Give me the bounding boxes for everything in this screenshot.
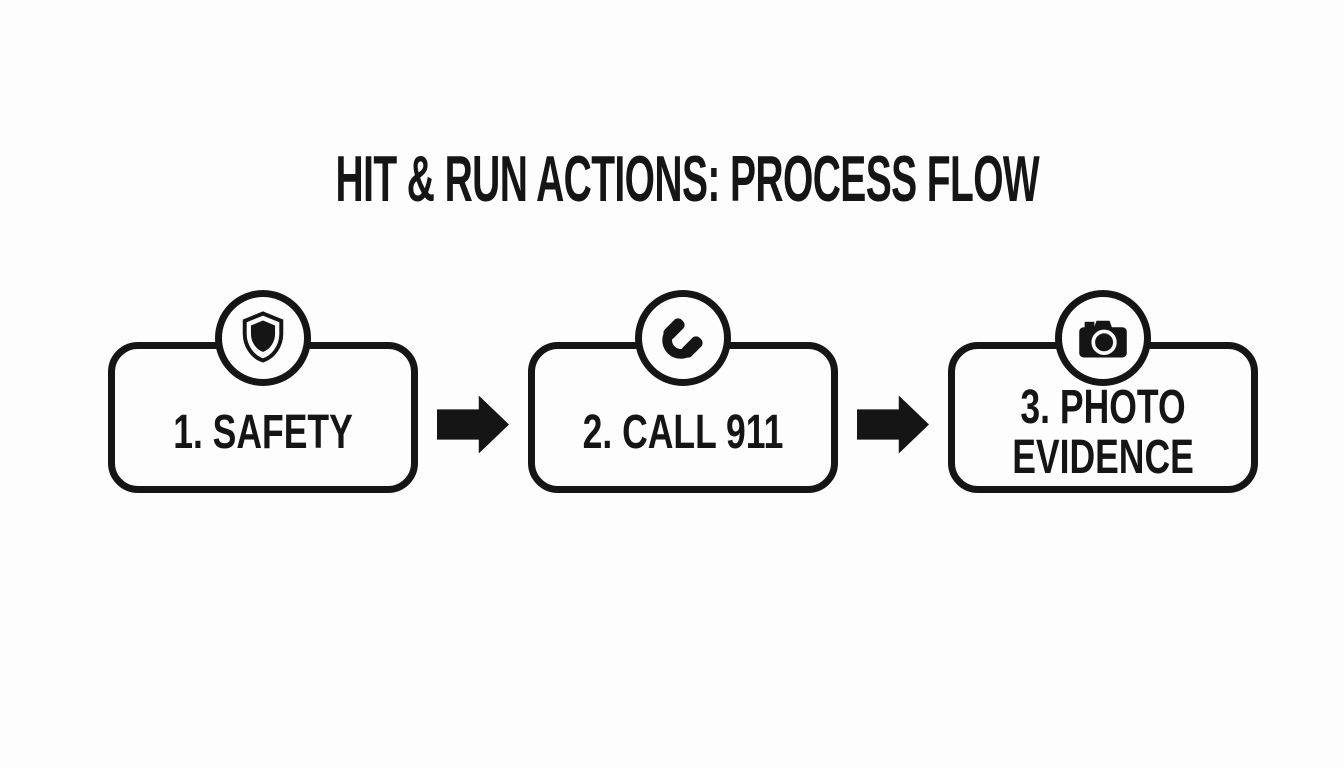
shield-icon xyxy=(238,311,288,365)
step-badge xyxy=(1055,290,1151,386)
arrow-right-icon xyxy=(857,395,929,454)
phone-icon xyxy=(657,312,709,364)
step-label-area: 3. PHOTO EVIDENCE xyxy=(955,349,1251,486)
flow-step-safety: 1. SAFETY xyxy=(108,290,418,493)
step-label-area: 2. CALL 911 xyxy=(535,349,831,486)
step-label: 1. SAFETY xyxy=(173,405,353,459)
flow-row: 1. SAFETY 2. CALL 9 xyxy=(108,290,1258,493)
flow-step-photo-evidence: 3. PHOTO EVIDENCE xyxy=(948,290,1258,493)
flow-step-call-911: 2. CALL 911 xyxy=(528,290,838,493)
step-label-area: 1. SAFETY xyxy=(115,349,411,486)
flow-connector xyxy=(418,342,528,493)
step-badge xyxy=(215,290,311,386)
camera-icon xyxy=(1076,315,1130,361)
title-container: HIT & RUN ACTIONS: PROCESS FLOW xyxy=(15,146,1344,211)
arrow-right-icon xyxy=(437,395,509,454)
diagram-title: HIT & RUN ACTIONS: PROCESS FLOW xyxy=(335,142,1039,215)
step-label: 3. PHOTO EVIDENCE xyxy=(1012,380,1194,484)
step-badge xyxy=(635,290,731,386)
step-label: 2. CALL 911 xyxy=(582,405,784,459)
flow-connector xyxy=(838,342,948,493)
